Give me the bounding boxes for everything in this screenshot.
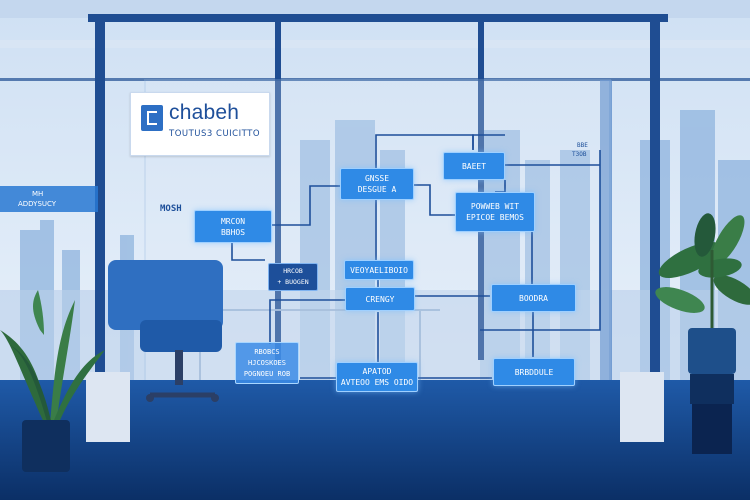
- flow-box-gnsse: GNSSE DESGUE A: [340, 168, 414, 200]
- flow-box-text: HRCOB: [283, 267, 303, 275]
- flowchart-connectors: [231, 134, 601, 379]
- mosh-label: MOSH: [160, 204, 182, 214]
- top-right-label-2: T3OB: [572, 151, 587, 158]
- left-sign-line-1: MH: [32, 190, 44, 198]
- flow-box-text: BOODRA: [519, 293, 548, 303]
- flow-box-text: POWWEB WIT: [470, 202, 520, 211]
- flow-box-text: POGNOEU ROB: [243, 369, 291, 378]
- office-chair: [108, 260, 223, 402]
- potted-plant-left: [0, 290, 105, 472]
- flow-box-baeet: BAEET: [443, 152, 505, 180]
- flow-box-apatod: APATOD AVTEOO EMS OIDO: [336, 362, 418, 392]
- company-logo-icon: [141, 105, 163, 131]
- company-sign: chabeh TOUTUS3 CUICITTO: [130, 92, 270, 156]
- flow-box-veoyae: VEOYAELIBOIO: [344, 260, 414, 280]
- flow-box-text: VEOYAELIBOIO: [350, 265, 408, 275]
- window-frame: [0, 14, 750, 374]
- flow-box-text: BBHOS: [220, 227, 246, 237]
- flow-box-crengy: CRENGY: [345, 287, 415, 311]
- flow-box-text: + BUOGEN: [277, 278, 309, 286]
- flow-box-text: CRENGY: [365, 294, 395, 304]
- flow-box-text: DESGUE A: [357, 185, 397, 194]
- flow-box-text: EPICOE BEMOS: [466, 213, 524, 222]
- flow-box-text: RBOBCS: [254, 347, 280, 356]
- left-wall-sign: MH ADDYSUCY: [0, 186, 98, 212]
- flow-box-text: APATOD: [362, 367, 392, 376]
- potted-plant-right: [655, 213, 750, 454]
- flow-box-text: GNSSE: [364, 174, 390, 183]
- flow-box-powweb: POWWEB WIT EPICOE BEMOS: [455, 192, 535, 232]
- sign-brand-name: chabeh: [169, 101, 240, 124]
- flow-box-brbddule: BRBDDULE: [493, 358, 575, 386]
- flow-box-text: BRBDDULE: [514, 367, 554, 377]
- flow-box-text: AVTEOO EMS OIDO: [340, 378, 414, 387]
- flow-box-text: BAEET: [461, 161, 487, 171]
- flow-box-rbobcs: RBOBCS HJCOSKOES POGNOEU ROB: [235, 342, 299, 384]
- flow-box-text: HJCOSKOES: [248, 358, 286, 367]
- flow-box-boodra: BOODRA: [491, 284, 576, 312]
- left-sign-line-2: ADDYSUCY: [18, 200, 57, 208]
- flow-box-text: MRCON: [220, 216, 246, 226]
- flow-box-mrcon: MRCON BBHOS: [194, 210, 272, 243]
- sign-tagline: TOUTUS3 CUICITTO: [169, 129, 261, 139]
- top-right-label-1: BBE: [577, 142, 588, 149]
- flow-box-hrcob: HRCOB + BUOGEN: [268, 263, 318, 291]
